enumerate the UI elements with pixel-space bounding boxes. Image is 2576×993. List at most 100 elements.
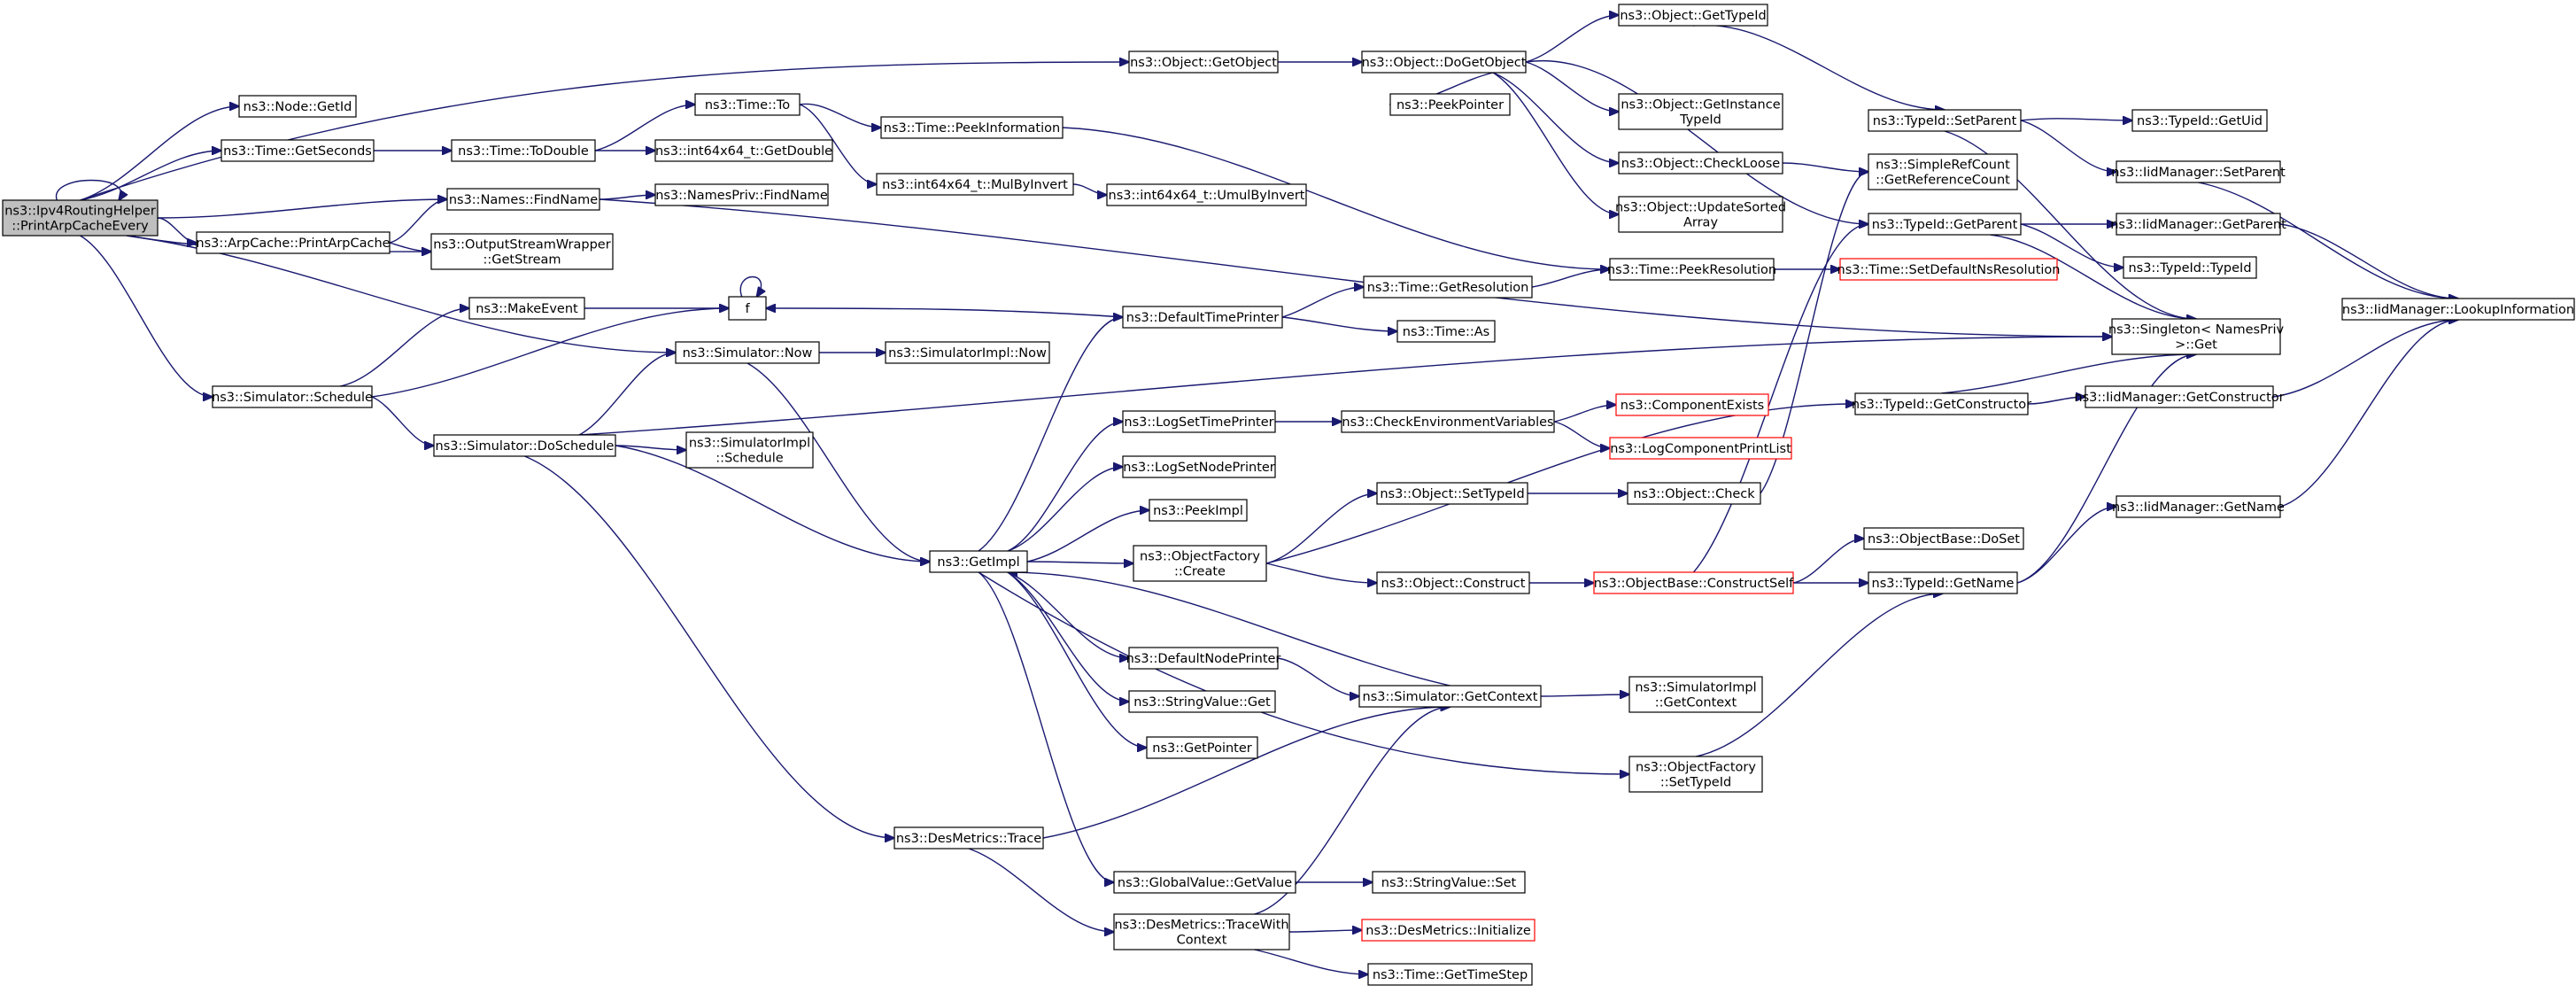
node-typeidgetuid[interactable]: ns3::TypeId::GetUid: [2131, 109, 2268, 132]
node-peekinformation[interactable]: ns3::Time::PeekInformation: [880, 116, 1064, 139]
node-getpointer[interactable]: ns3::GetPointer: [1146, 736, 1258, 759]
node-iidsetparent[interactable]: ns3::IidManager::SetParent: [2111, 160, 2286, 183]
node-stringvalueset[interactable]: ns3::StringValue::Set: [1372, 871, 1526, 894]
node-arpprint[interactable]: ns3::ArpCache::PrintArpCache: [196, 231, 391, 254]
node-label: ns3::Object::DoGetObject: [1362, 56, 1527, 70]
node-box: [1618, 196, 1783, 233]
node-label: ::GetReferenceCount: [1876, 174, 2010, 188]
node-globalvaluegetvalue[interactable]: ns3::GlobalValue::GetValue: [1113, 871, 1296, 894]
edge-typeidgetparent-to-singletonget: [1990, 234, 2196, 319]
node-mulbyinvert[interactable]: ns3::int64x64_t::MulByInvert: [876, 173, 1074, 196]
node-label: ns3::IidManager::GetParent: [2110, 218, 2286, 232]
node-objgettypeid[interactable]: ns3::Object::GetTypeId: [1618, 4, 1768, 27]
node-typeidgetconstructor[interactable]: ns3::TypeId::GetConstructor: [1852, 392, 2031, 415]
node-getcontext[interactable]: ns3::Simulator::GetContext: [1358, 685, 1542, 708]
node-findname[interactable]: ns3::Names::FindName: [446, 188, 600, 211]
node-label: ns3::GetImpl: [937, 555, 1019, 570]
node-gettseconds[interactable]: ns3::Time::GetSeconds: [220, 139, 375, 162]
node-componentexists[interactable]: ns3::ComponentExists: [1615, 393, 1769, 416]
node-label: ns3::TypeId::GetName: [1872, 577, 2015, 591]
node-box: [2, 199, 159, 237]
edge-getimpl-to-objfactorycreate: [1026, 562, 1133, 563]
node-objectbasedoset[interactable]: ns3::ObjectBase::DoSet: [1863, 527, 2024, 550]
node-timeas[interactable]: ns3::Time::As: [1396, 320, 1496, 343]
node-simimplgetcontext[interactable]: ns3::SimulatorImpl::GetContext: [1628, 676, 1763, 713]
node-label: ::Create: [1174, 565, 1226, 579]
node-getresolution[interactable]: ns3::Time::GetResolution: [1363, 275, 1533, 299]
node-iidgetname[interactable]: ns3::IidManager::GetName: [2112, 495, 2285, 518]
node-typeidgetparent[interactable]: ns3::TypeId::GetParent: [1868, 213, 2022, 236]
node-typeidsetparent[interactable]: ns3::TypeId::SetParent: [1868, 109, 2022, 132]
node-factorysettypeid[interactable]: ns3::ObjectFactory::SetTypeId: [1628, 756, 1763, 793]
node-nodegetid[interactable]: ns3::Node::GetId: [238, 95, 357, 118]
edge-findname-to-singletonget: [599, 198, 2112, 337]
node-box: [1839, 258, 2058, 281]
node-logsetnodeprinter[interactable]: ns3::LogSetNodePrinter: [1122, 455, 1276, 478]
node-label: ns3::Simulator::DoSchedule: [436, 439, 615, 454]
node-singletonget[interactable]: ns3::Singleton< NamesPriv>::Get: [2108, 318, 2285, 355]
node-getstream[interactable]: ns3::OutputStreamWrapper::GetStream: [430, 233, 614, 270]
node-label: ns3::Time::GetTimeStep: [1373, 968, 1528, 982]
node-dmtrace[interactable]: ns3::DesMetrics::Trace: [893, 826, 1044, 849]
node-box: [1367, 963, 1533, 986]
node-box: [1376, 482, 1528, 505]
node-timeto[interactable]: ns3::Time::To: [694, 93, 801, 116]
node-constructself[interactable]: ns3::ObjectBase::ConstructSelf: [1593, 571, 1794, 594]
node-simimplschedule[interactable]: ns3::SimulatorImpl::Schedule: [685, 431, 814, 469]
node-iidgetconstructor[interactable]: ns3::IidManager::GetConstructor: [2074, 385, 2285, 408]
edge-tracewithcontext-to-gettimestep: [1254, 949, 1368, 974]
node-objcheck[interactable]: ns3::Object::Check: [1627, 482, 1761, 505]
node-label: ns3::Ipv4RoutingHelper: [4, 205, 156, 219]
node-iidgetparent[interactable]: ns3::IidManager::GetParent: [2110, 213, 2286, 236]
node-getimpl[interactable]: ns3::GetImpl: [929, 550, 1028, 573]
edge-root-to-findname: [157, 199, 447, 219]
node-peekresolution[interactable]: ns3::Time::PeekResolution: [1607, 258, 1776, 281]
edge-typeidgetconstructor-to-iidgetconstructor: [2027, 397, 2085, 405]
node-schedule[interactable]: ns3::Simulator::Schedule: [212, 385, 373, 408]
node-f[interactable]: f: [728, 296, 767, 321]
node-setdefaultnsres[interactable]: ns3::Time::SetDefaultNsResolution: [1837, 258, 2061, 281]
node-defaulttimeprinter[interactable]: ns3::DefaultTimePrinter: [1122, 306, 1283, 329]
node-checkloose[interactable]: ns3::Object::CheckLoose: [1618, 151, 1783, 175]
node-label: ns3::ObjectFactory: [1140, 550, 1260, 564]
node-label: ns3::Object::GetTypeId: [1620, 9, 1766, 23]
node-doschedule[interactable]: ns3::Simulator::DoSchedule: [433, 434, 616, 457]
node-logsettimeprinter[interactable]: ns3::LogSetTimePrinter: [1122, 410, 1276, 433]
node-objconstruct[interactable]: ns3::Object::Construct: [1376, 571, 1530, 594]
node-dogetobject[interactable]: ns3::Object::DoGetObject: [1361, 50, 1527, 74]
node-label: ::Schedule: [716, 452, 783, 466]
node-peekpointer[interactable]: ns3::PeekPointer: [1389, 93, 1511, 116]
node-typeidgetname[interactable]: ns3::TypeId::GetName: [1868, 571, 2018, 594]
node-logcomponentprintlist[interactable]: ns3::LogComponentPrintList: [1609, 437, 1792, 460]
edge-getimpl-to-logsettimeprinter: [1007, 422, 1123, 552]
node-defaultnodeprinter[interactable]: ns3::DefaultNodePrinter: [1126, 647, 1281, 670]
node-namesprivfindname[interactable]: ns3::NamesPriv::FindName: [654, 183, 829, 206]
node-objsettypeid[interactable]: ns3::Object::SetTypeId: [1376, 482, 1528, 505]
node-peekimpl[interactable]: ns3::PeekImpl: [1149, 499, 1248, 522]
node-getobject[interactable]: ns3::Object::GetObject: [1128, 50, 1279, 74]
edge-iidsetparent-to-lookupinformation: [2198, 182, 2459, 299]
node-simimplnow[interactable]: ns3::SimulatorImpl::Now: [885, 341, 1050, 364]
node-checkenv[interactable]: ns3::CheckEnvironmentVariables: [1341, 410, 1555, 433]
edge-constructself-to-typeidgetparent: [1692, 224, 1869, 573]
node-getreferencecount[interactable]: ns3::SimpleRefCount::GetReferenceCount: [1868, 153, 2018, 190]
edge-dogetobject-to-objgettypeid: [1525, 15, 1619, 63]
node-stringvalueget[interactable]: ns3::StringValue::Get: [1128, 690, 1276, 713]
node-todouble[interactable]: ns3::Time::ToDouble: [451, 139, 596, 162]
node-makeevent[interactable]: ns3::MakeEvent: [468, 297, 585, 320]
node-simnow[interactable]: ns3::Simulator::Now: [675, 341, 820, 364]
node-int64getdouble[interactable]: ns3::int64x64_t::GetDouble: [654, 139, 833, 162]
node-box: [212, 385, 373, 408]
node-dminitialize[interactable]: ns3::DesMetrics::Initialize: [1361, 919, 1536, 942]
node-objfactorycreate[interactable]: ns3::ObjectFactory::Create: [1133, 545, 1267, 582]
node-umulbyinvert[interactable]: ns3::int64x64_t::UmulByInvert: [1106, 183, 1307, 206]
node-root[interactable]: ns3::Ipv4RoutingHelper::PrintArpCacheEve…: [2, 199, 159, 237]
node-lookupinformation[interactable]: ns3::IidManager::LookupInformation: [2341, 298, 2575, 321]
node-box: [1358, 685, 1542, 708]
node-gettimestep[interactable]: ns3::Time::GetTimeStep: [1367, 963, 1533, 986]
node-typeidtypeid[interactable]: ns3::TypeId::TypeId: [2123, 256, 2257, 279]
